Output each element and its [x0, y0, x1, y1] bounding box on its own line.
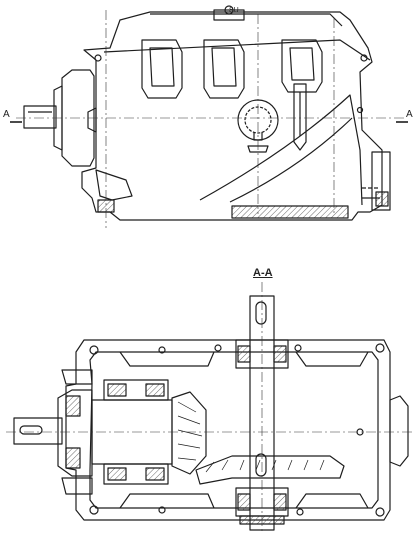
bevel-pinion: [171, 391, 207, 475]
input-bearing-cap: [61, 69, 95, 167]
bolt-3: [356, 106, 364, 114]
bolt-bot-2: [296, 508, 304, 516]
rib-bot-left: [119, 493, 215, 509]
pinion-bearing-hatch-bot-2: [145, 467, 165, 481]
cover-seam: [103, 39, 371, 61]
bolt-bot-1: [158, 506, 166, 514]
side-elevation-view: [23, 5, 391, 221]
pinion-teeth: [177, 401, 203, 461]
rib-left-inner: [149, 47, 175, 87]
rib-center-inner: [211, 47, 237, 87]
bolt-2: [360, 54, 368, 62]
gear-teeth: [205, 459, 325, 473]
rib-top-right: [295, 351, 369, 367]
output-shaft-key-bot: [255, 453, 267, 477]
breather-boss: [389, 395, 409, 467]
rib-bot-right: [295, 493, 369, 509]
output-bearing-top-hatch-l: [237, 345, 251, 363]
bevel-gear-ring: [195, 455, 345, 485]
output-shaft-key-top: [255, 301, 267, 325]
foot-left: [95, 169, 133, 201]
bolt-top-3: [294, 344, 302, 352]
bolt-1: [94, 54, 102, 62]
bolt-top-1: [158, 346, 166, 354]
output-bearing-top-hatch-r: [273, 345, 287, 363]
corner-bolt-br: [375, 507, 385, 517]
left-flange-bot: [61, 477, 93, 495]
section-label-left: A: [3, 109, 10, 120]
corner-bolt-tr: [375, 343, 385, 353]
housing-outline: [81, 11, 383, 221]
input-shaft: [23, 105, 57, 129]
section-casing-inner: [89, 351, 379, 509]
output-bearing-bot-hatch-r: [273, 493, 287, 511]
drain-plug: [371, 151, 391, 211]
section-view: [13, 295, 409, 531]
rib-top-left: [119, 351, 215, 367]
seal-ring: [87, 107, 97, 133]
pinion-bearing-bot: [103, 463, 169, 485]
sump-base-hatch: [231, 205, 349, 219]
section-view-title: A-A: [253, 267, 273, 279]
pinion-bearing-top: [103, 379, 169, 401]
input-bearing-hatch-top: [65, 395, 81, 417]
input-cap-ring: [53, 85, 63, 151]
centre-lines-top: [16, 10, 404, 228]
input-bearing-housing: [57, 389, 93, 477]
rib-center: [203, 39, 245, 99]
oil-gauge: [293, 83, 307, 151]
pinion-bearing-hatch-top-2: [145, 383, 165, 397]
bolt-top-2: [214, 344, 222, 352]
section-input-shaft: [13, 417, 63, 445]
left-flange-top: [61, 369, 93, 385]
output-bearing-bot-hatch-l: [237, 493, 251, 511]
drain-plug-hatch: [375, 191, 389, 207]
sump-inner-curve: [229, 117, 353, 203]
centre-lines-section: [6, 282, 414, 534]
section-input-keyway: [19, 425, 43, 435]
rib-right-inner: [289, 47, 315, 81]
output-tab: [247, 145, 269, 153]
sump-curve: [199, 94, 363, 206]
bolt-marking: SU: [229, 7, 239, 14]
rib-left: [141, 39, 183, 99]
bolt-head: [224, 5, 234, 15]
pinion-bearing-hatch-bot: [107, 467, 127, 481]
corner-bolt-bl: [89, 505, 99, 515]
inspection-plate: [213, 9, 245, 21]
section-label-right: A: [406, 109, 413, 120]
section-casing-outer: [65, 339, 391, 521]
pinion-bearing-hatch-top: [107, 383, 127, 397]
rib-right: [281, 39, 323, 93]
input-bearing-hatch-bot: [65, 447, 81, 469]
cover-flange: [150, 13, 343, 27]
corner-bolt-tl: [89, 345, 99, 355]
